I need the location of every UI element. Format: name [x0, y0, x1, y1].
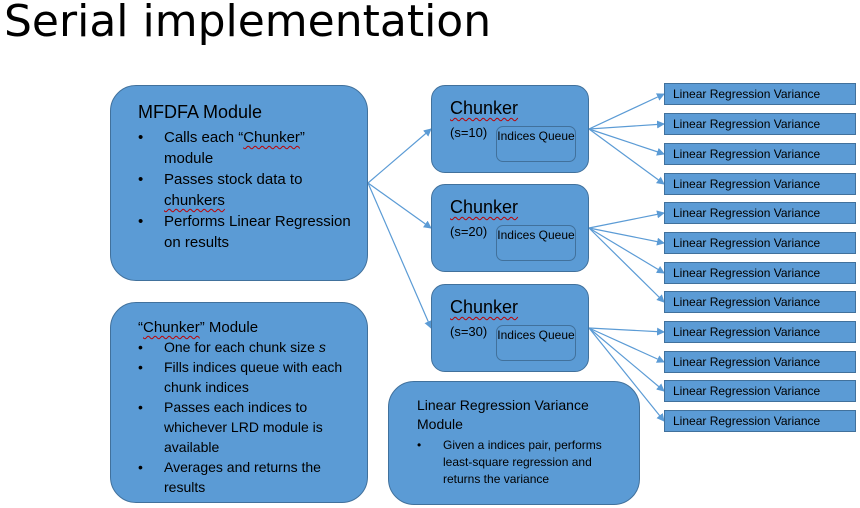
- chunker-size: (s=20): [450, 224, 488, 239]
- connector-arrow: [588, 120, 665, 130]
- chunker-module-item: Fills indices queue with each chunk indi…: [138, 357, 357, 397]
- chunker-title: Chunker: [450, 297, 519, 317]
- chunker-module-list: One for each chunk size s Fills indices …: [138, 337, 357, 497]
- connector-arrow: [588, 128, 665, 156]
- chunker-title: Chunker: [450, 197, 519, 217]
- connector-arrow: [367, 128, 432, 184]
- indices-queue: Indices Queue: [496, 126, 576, 162]
- connector-arrow: [367, 182, 432, 229]
- lrv-box: Linear Regression Variance: [664, 291, 856, 313]
- indices-queue: Indices Queue: [496, 225, 576, 261]
- mfdfa-module-box: MFDFA Module Calls each “Chunker” module…: [110, 85, 368, 281]
- chunker-module-box: “Chunker” Module One for each chunk size…: [110, 302, 368, 503]
- lrv-module-item: Given a indices pair, performs least-squ…: [417, 437, 625, 488]
- indices-queue: Indices Queue: [496, 325, 576, 361]
- lrv-module-list: Given a indices pair, performs least-squ…: [417, 437, 625, 488]
- lrv-box: Linear Regression Variance: [664, 202, 856, 224]
- chunker-module-item: Passes each indices to whichever LRD mod…: [138, 397, 357, 457]
- chunker-size: (s=10): [450, 125, 488, 140]
- connector-arrow: [588, 327, 665, 422]
- chunker-box: Chunker (s=20) Indices Queue: [431, 184, 589, 272]
- connector-arrow: [588, 227, 665, 246]
- chunker-module-title: “Chunker” Module: [138, 319, 259, 336]
- connector-arrow: [588, 327, 665, 336]
- mfdfa-item: Calls each “Chunker” module: [138, 127, 355, 169]
- mfdfa-module-list: Calls each “Chunker” module Passes stock…: [138, 127, 355, 253]
- lrv-box: Linear Regression Variance: [664, 410, 856, 432]
- chunker-size: (s=30): [450, 324, 488, 339]
- lrv-module-box: Linear Regression Variance Module Given …: [388, 381, 640, 505]
- lrv-box: Linear Regression Variance: [664, 262, 856, 284]
- chunker-module-item: One for each chunk size s: [138, 337, 357, 357]
- lrv-box: Linear Regression Variance: [664, 351, 856, 373]
- lrv-box: Linear Regression Variance: [664, 380, 856, 402]
- mfdfa-module-title: MFDFA Module: [138, 102, 263, 122]
- chunker-title: Chunker: [450, 98, 519, 118]
- connector-arrow: [588, 227, 665, 303]
- connector-arrow: [588, 210, 665, 229]
- page-title: Serial implementation: [4, 0, 492, 47]
- mfdfa-item: Performs Linear Regression on results: [138, 211, 355, 253]
- chunker-module-item: Averages and returns the results: [138, 457, 357, 497]
- lrv-box: Linear Regression Variance: [664, 83, 856, 105]
- connector-arrow: [588, 327, 665, 363]
- lrv-box: Linear Regression Variance: [664, 232, 856, 254]
- connector-arrow: [588, 128, 665, 185]
- connector-arrow: [588, 93, 665, 130]
- lrv-box: Linear Regression Variance: [664, 113, 856, 135]
- lrv-box: Linear Regression Variance: [664, 143, 856, 165]
- chunker-box: Chunker (s=10) Indices Queue: [431, 85, 589, 173]
- lrv-box: Linear Regression Variance: [664, 321, 856, 343]
- connector-arrow: [588, 227, 665, 274]
- connector-arrow: [588, 327, 665, 392]
- lrv-box: Linear Regression Variance: [664, 173, 856, 195]
- connector-arrow: [367, 182, 432, 329]
- lrv-module-title: Linear Regression Variance Module: [417, 397, 589, 432]
- mfdfa-item: Passes stock data to chunkers: [138, 169, 355, 211]
- chunker-box: Chunker (s=30) Indices Queue: [431, 284, 589, 372]
